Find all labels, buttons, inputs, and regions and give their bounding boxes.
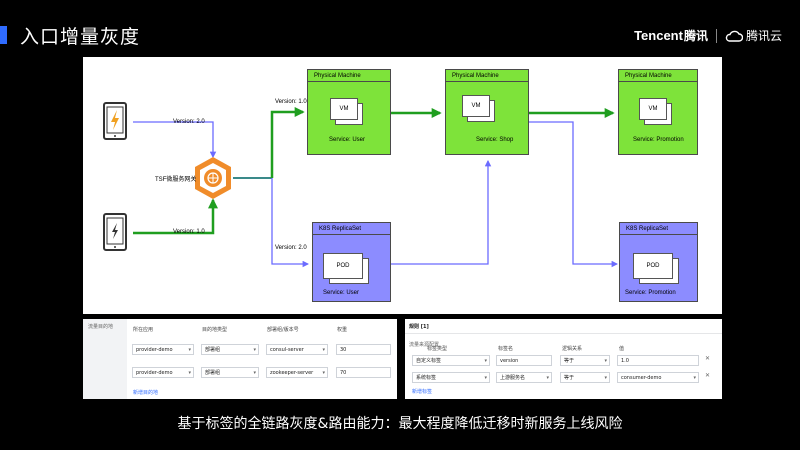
chevron-down-icon: ▾	[188, 370, 191, 376]
dest-type-select[interactable]: 部署组▾	[201, 344, 259, 355]
edge-v10-bottom	[133, 198, 218, 235]
column-header: 所在应用	[133, 327, 154, 333]
add-destination-link[interactable]: 新增目的地	[133, 390, 159, 396]
delete-row-icon[interactable]: ✕	[705, 372, 711, 379]
rule-tag-form: 规则 [1] 流量来源配置 标签类型 标签名 逻辑关系 值 自定义标签▾ ver…	[405, 319, 722, 399]
tag-value-input[interactable]: 1.0	[617, 355, 699, 366]
chevron-down-icon: ▾	[484, 358, 487, 364]
add-tag-link[interactable]: 新增标签	[412, 389, 433, 395]
edge-label-v20-top: Version: 2.0	[173, 119, 205, 125]
gateway-icon	[195, 157, 231, 199]
column-header: 标签类型	[427, 346, 448, 352]
rule-title: 规则 [1]	[409, 324, 429, 330]
column-header: 权重	[337, 327, 348, 333]
column-header: 标签名	[498, 346, 514, 352]
chevron-down-icon: ▾	[604, 358, 607, 364]
deploy-group-select[interactable]: zookeeper-server▾	[266, 367, 328, 378]
service-label: Service: Shop	[476, 137, 514, 143]
chevron-down-icon: ▾	[322, 347, 325, 353]
chevron-down-icon: ▾	[253, 370, 256, 376]
brand-cloud: 腾讯云	[745, 29, 782, 43]
delete-row-icon[interactable]: ✕	[705, 355, 711, 362]
chevron-down-icon: ▾	[253, 347, 256, 353]
tag-name-input[interactable]: version	[496, 355, 552, 366]
node-k8s-user: K8S ReplicaSet POD Service: User	[312, 222, 391, 302]
chevron-down-icon: ▾	[188, 347, 191, 353]
column-header: 部署组/版本号	[267, 327, 299, 333]
diagram-connectors	[133, 107, 619, 268]
node-title: Physical Machine	[452, 73, 499, 79]
weight-input[interactable]: 30	[336, 344, 391, 355]
tag-value-select[interactable]: consumer-demo▾	[617, 372, 699, 383]
title-accent-bar	[0, 26, 7, 44]
tag-name-select[interactable]: 上游服务名▾	[496, 372, 552, 383]
edge-label-v10-up: Version: 1.0	[275, 99, 307, 105]
node-pm-shop: Physical Machine VM Service: Shop	[445, 69, 529, 155]
logic-select[interactable]: 等于▾	[560, 355, 610, 366]
node-title: K8S ReplicaSet	[626, 226, 669, 232]
chevron-down-icon: ▾	[546, 375, 549, 381]
service-label: Service: Promotion	[633, 137, 684, 143]
chevron-down-icon: ▾	[484, 375, 487, 381]
service-label: Service: Promotion	[625, 290, 676, 296]
column-header: 目的地类型	[202, 327, 228, 333]
edge-v20-top	[133, 121, 217, 159]
form-side-label: 流量来源配置	[409, 342, 440, 348]
gateway-label: TSF微服务网关	[155, 177, 197, 183]
pod-card: POD	[323, 253, 363, 279]
edge-label-v20-down: Version: 2.0	[275, 245, 307, 251]
slide-title: 入口增量灰度	[20, 26, 141, 48]
edge-label-v10-bottom: Version: 1.0	[173, 229, 205, 235]
node-title: K8S ReplicaSet	[319, 226, 362, 232]
app-select[interactable]: provider-demo▾	[132, 367, 194, 378]
edge-v10-up	[270, 107, 305, 178]
edge-v20-down	[271, 178, 310, 268]
node-pm-user: Physical Machine VM Service: User	[307, 69, 391, 155]
dest-type-select[interactable]: 部署组▾	[201, 367, 259, 378]
tag-type-select[interactable]: 自定义标签▾	[412, 355, 490, 366]
node-k8s-promotion: K8S ReplicaSet POD Service: Promotion	[619, 222, 698, 302]
brand-tencent-cn: 腾讯	[683, 29, 708, 43]
edge-shop-k8s-promo	[526, 121, 619, 268]
chevron-down-icon: ▾	[604, 375, 607, 381]
slide-caption: 基于标签的全链路灰度&路由能力：最大程度降低迁移时新服务上线风险	[177, 416, 623, 432]
brand-logo: Tencent 腾讯 腾讯云	[634, 27, 782, 44]
brand-tencent: Tencent	[634, 28, 683, 43]
form-side-label: 流量目的地	[88, 324, 114, 330]
vm-card: VM	[639, 98, 667, 120]
node-pm-promotion: Physical Machine VM Service: Promotion	[618, 69, 698, 155]
chevron-down-icon: ▾	[693, 375, 696, 381]
weight-input[interactable]: 70	[336, 367, 391, 378]
logic-select[interactable]: 等于▾	[560, 372, 610, 383]
service-label: Service: User	[323, 290, 360, 296]
tag-type-select[interactable]: 系统标签▾	[412, 372, 490, 383]
mobile-device-bottom-icon	[103, 213, 127, 251]
pod-card: POD	[633, 253, 673, 279]
app-select[interactable]: provider-demo▾	[132, 344, 194, 355]
deploy-group-select[interactable]: consul-server▾	[266, 344, 328, 355]
vm-card: VM	[330, 98, 358, 120]
chevron-down-icon: ▾	[322, 370, 325, 376]
column-header: 值	[619, 346, 625, 352]
mobile-device-top-icon	[103, 102, 127, 140]
cloud-icon	[725, 30, 743, 42]
column-header: 逻辑关系	[562, 346, 583, 352]
architecture-diagram: Version: 2.0 Version: 1.0 Version: 1.0 V…	[83, 57, 722, 314]
service-label: Service: User	[329, 137, 366, 143]
traffic-destination-form: 流量目的地 所在应用 目的地类型 部署组/版本号 权重 provider-dem…	[83, 319, 397, 399]
brand-divider	[715, 28, 717, 43]
node-title: Physical Machine	[625, 73, 672, 79]
vm-card: VM	[462, 95, 490, 117]
edge-k8s-user-shop	[389, 159, 492, 265]
node-title: Physical Machine	[314, 73, 361, 79]
